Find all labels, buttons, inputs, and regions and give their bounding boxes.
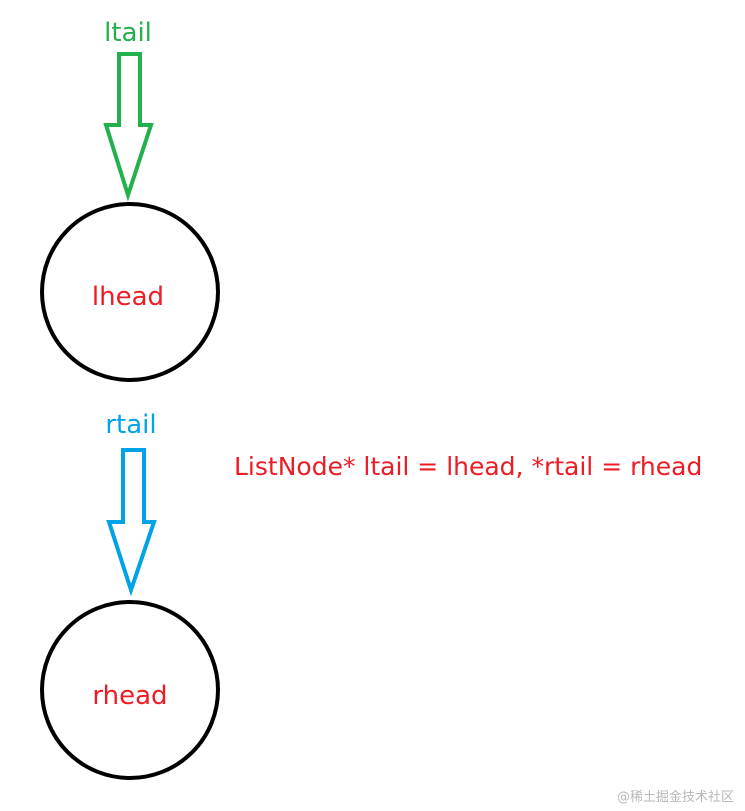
- node-lhead-label: lhead: [92, 282, 164, 312]
- code-declaration: ListNode* ltail = lhead, *rtail = rhead: [234, 452, 702, 481]
- rtail-arrow-icon: [106, 448, 157, 597]
- node-rhead-label: rhead: [92, 681, 167, 711]
- node-rhead-circle: [40, 600, 220, 780]
- rtail-label: rtail: [105, 410, 156, 440]
- ltail-label: ltail: [104, 18, 152, 48]
- watermark-text: @稀土掘金技术社区: [617, 789, 734, 805]
- node-rhead: rhead: [40, 600, 220, 780]
- node-lhead: lhead: [40, 202, 220, 382]
- ltail-arrow-icon: [103, 52, 154, 202]
- node-lhead-circle: [40, 202, 220, 382]
